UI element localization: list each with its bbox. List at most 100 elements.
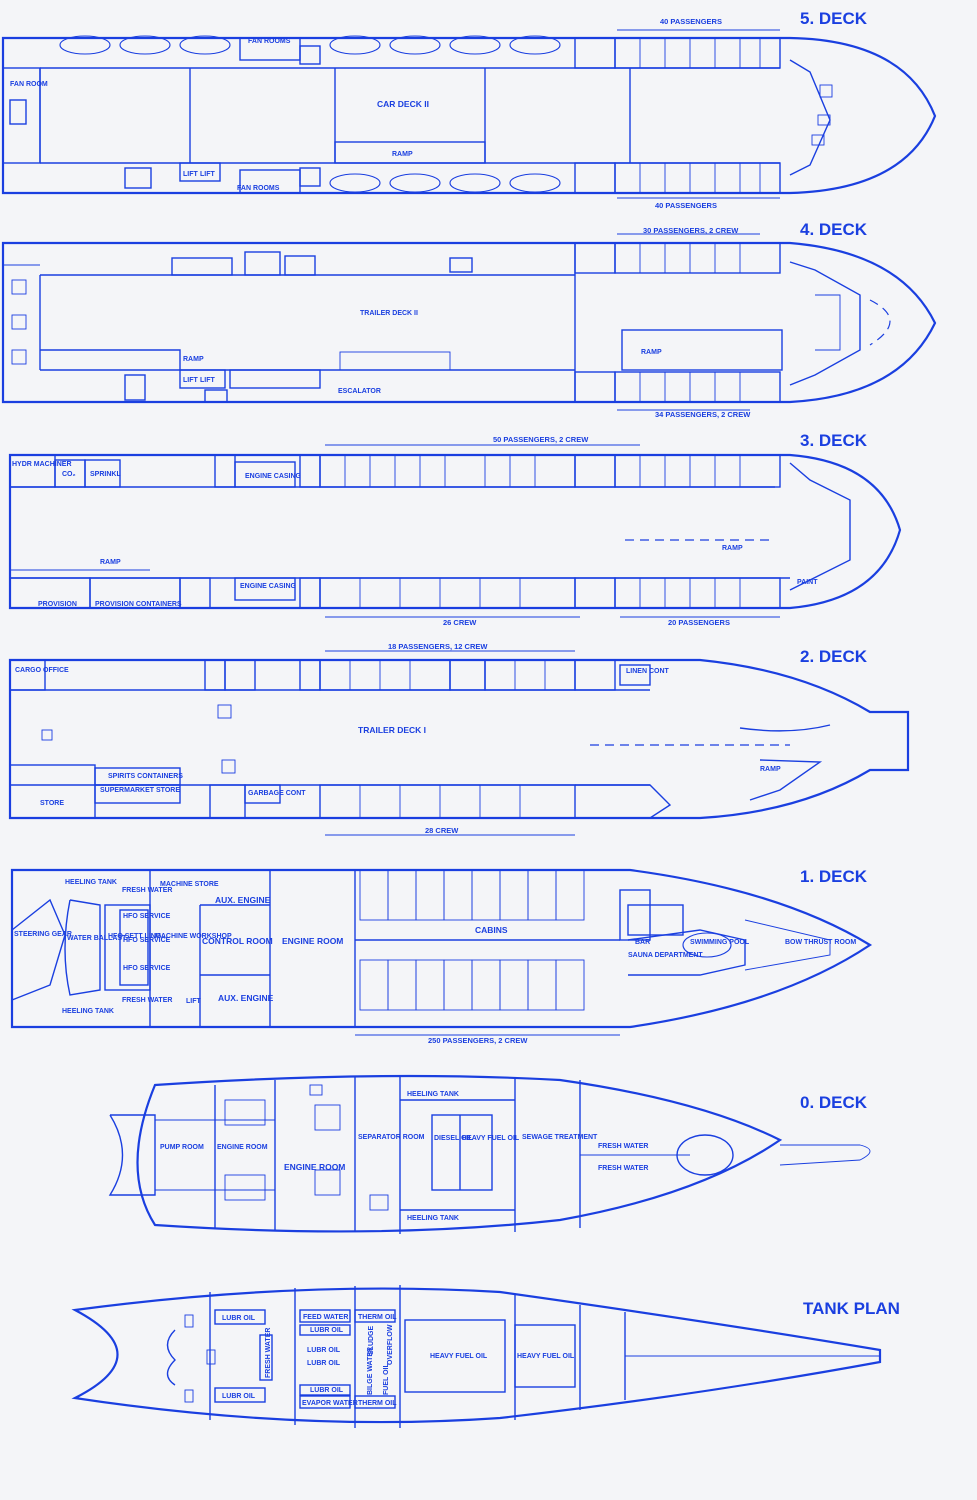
fresh-water-a-label: FRESH WATER	[598, 1143, 648, 1150]
pump-room-label: PUMP ROOM	[160, 1144, 204, 1151]
control-room-label: CONTROL ROOM	[202, 936, 273, 946]
fan-rooms-top-label: FAN ROOMS	[248, 38, 291, 45]
garbage-label: GARBAGE CONT	[248, 790, 306, 797]
lift-label: LIFT	[200, 377, 215, 384]
cabins-label: CABINS	[475, 925, 508, 935]
deck-5-title: 5. DECK	[800, 9, 868, 28]
passengers-top-label: 30 PASSENGERS, 2 CREW	[643, 226, 739, 235]
deck-2: 2. DECK CARGO OFFICE TRAILER DECK I SPIR…	[8, 642, 910, 836]
ramp-right-label: RAMP	[641, 349, 662, 356]
engine-casing-top-label: ENGINE CASING	[245, 473, 302, 480]
sewage-label: SEWAGE TREATMENT	[522, 1134, 598, 1141]
deck-5: 5. DECK FAN ROOM FAN ROOMS	[1, 9, 937, 210]
trailer-deck-label: TRAILER DECK I	[358, 725, 426, 735]
lift-label: LIFT	[186, 998, 201, 1005]
fresh-water-top-label: FRESH WATER	[122, 887, 172, 894]
store-label: STORE	[40, 800, 64, 807]
lift-label: LIFT	[200, 171, 215, 178]
bar-label: BAR	[635, 939, 650, 946]
engine-room-b-label: ENGINE ROOM	[284, 1162, 345, 1172]
separator-label: SEPARATOR ROOM	[358, 1134, 425, 1141]
crew-bottom-label: 28 CREW	[425, 826, 459, 835]
fuel-oil-label: FUEL OIL	[383, 1363, 390, 1395]
spirits-label: SPIRITS CONTAINERS	[108, 773, 183, 780]
heeling-top-label: HEELING TANK	[407, 1091, 459, 1098]
ramp-left-label: RAMP	[100, 559, 121, 566]
bilge-water-label: BILGE WATER	[367, 1347, 374, 1395]
provision-label: PROVISION	[38, 601, 77, 608]
sludge-label: SLUDGE	[368, 1326, 375, 1356]
passengers-bottom-label: 250 PASSENGERS, 2 CREW	[428, 1036, 528, 1045]
deck-2-title: 2. DECK	[800, 647, 868, 666]
hfo-label: HFO SERVICE	[123, 937, 171, 944]
passengers-top-label: 18 PASSENGERS, 12 CREW	[388, 642, 488, 651]
deck-1: 1. DECK HEELING TANK HEELING TANK STEERI…	[10, 867, 873, 1045]
hfo-label: HFO SERVICE	[123, 913, 171, 920]
diesel-oil-label: DIESEL OIL	[434, 1135, 473, 1142]
engine-room-a-label: ENGINE ROOM	[217, 1144, 268, 1151]
deck-4-title: 4. DECK	[800, 220, 868, 239]
passengers-bottom-label: 20 PASSENGERS	[668, 618, 730, 627]
pool-label: SWIMMING POOL	[690, 939, 750, 946]
sauna-label: SAUNA DEPARTMENT	[628, 952, 703, 959]
hydr-label: HYDR MACHINER	[12, 461, 72, 468]
lubr-d-label: LUBR OIL	[310, 1387, 344, 1394]
lift-label: LIFT	[183, 171, 198, 178]
water-ballast-label: WATER BALLAST	[67, 935, 127, 942]
heavy-fuel-a-label: HEAVY FUEL OIL	[430, 1353, 488, 1360]
lubr-a-label: LUBR OIL	[310, 1327, 344, 1334]
passengers-top-label: 40 PASSENGERS	[660, 17, 722, 26]
therm-oil-top-label: THERM OIL	[358, 1314, 397, 1321]
overflow-label: OVERFLOW	[387, 1324, 394, 1365]
feed-water-label: FEED WATER	[303, 1314, 348, 1321]
tank-plan-title: TANK PLAN	[803, 1299, 900, 1318]
lubr-c-label: LUBR OIL	[307, 1360, 341, 1367]
heeling-top-label: HEELING TANK	[65, 879, 117, 886]
heavy-fuel-label: HEAVY FUEL OIL	[462, 1135, 520, 1142]
passengers-bottom-label: 34 PASSENGERS, 2 CREW	[655, 410, 751, 419]
engine-room-label: ENGINE ROOM	[282, 936, 343, 946]
passengers-bottom-label: 40 PASSENGERS	[655, 201, 717, 210]
hfo-label: HFO SERVICE	[123, 965, 171, 972]
lift-label: LIFT	[183, 377, 198, 384]
aux-engine-bottom-label: AUX. ENGINE	[218, 993, 274, 1003]
co2-label: CO₂	[62, 471, 76, 478]
linen-label: LINEN CONT	[626, 668, 670, 675]
fresh-water-label: FRESH WATER	[265, 1328, 272, 1378]
ramp-right-label: RAMP	[722, 545, 743, 552]
evapor-water-label: EVAPOR WATER	[302, 1400, 358, 1407]
machine-store-label: MACHINE STORE	[160, 881, 219, 888]
paint-label: PAINT	[797, 579, 818, 586]
deck-0: 0. DECK PUMP ROOM ENGINE ROOM ENGINE ROO…	[108, 1074, 871, 1234]
fresh-water-bottom-label: FRESH WATER	[122, 997, 172, 1004]
car-deck-label: CAR DECK II	[377, 99, 429, 109]
deck-0-title: 0. DECK	[800, 1093, 868, 1112]
supermarket-label: SUPERMARKET STORE	[100, 787, 180, 794]
deck-3: 3. DECK HYDR MACHINER CO₂ SPRINKL	[8, 431, 902, 627]
steering-gear-label: STEERING GEAR	[14, 931, 72, 938]
provision-containers-label: PROVISION CONTAINERS	[95, 601, 182, 608]
cargo-office-label: CARGO OFFICE	[15, 667, 69, 674]
fan-rooms-bottom-label: FAN ROOMS	[237, 185, 280, 192]
heavy-fuel-b-label: HEAVY FUEL OIL	[517, 1353, 575, 1360]
crew-bottom-label: 26 CREW	[443, 618, 477, 627]
escalator-label: ESCALATOR	[338, 388, 381, 395]
ramp-left-label: RAMP	[183, 356, 204, 363]
fan-room-label: FAN ROOM	[10, 81, 48, 88]
heeling-bottom-label: HEELING TANK	[62, 1008, 114, 1015]
therm-oil-bottom-label: THERM OIL	[358, 1400, 397, 1407]
machine-workshop-label: MACHINE WORKSHOP	[155, 933, 232, 940]
lubr-top-label: LUBR OIL	[222, 1315, 256, 1322]
ramp-label: RAMP	[760, 766, 781, 773]
deck-3-title: 3. DECK	[800, 431, 868, 450]
aux-engine-top-label: AUX. ENGINE	[215, 895, 271, 905]
fresh-water-b-label: FRESH WATER	[598, 1165, 648, 1172]
trailer-deck-label: TRAILER DECK II	[360, 310, 418, 317]
lubr-bottom-label: LUBR OIL	[222, 1393, 256, 1400]
bow-thrust-label: BOW THRUST ROOM	[785, 939, 856, 946]
heeling-bottom-label: HEELING TANK	[407, 1215, 459, 1222]
hfo-label: HFO SETT LING	[108, 933, 162, 940]
sprinkl-label: SPRINKL	[90, 471, 121, 478]
engine-casing-bottom-label: ENGINE CASING	[240, 583, 297, 590]
passengers-top-label: 50 PASSENGERS, 2 CREW	[493, 435, 589, 444]
